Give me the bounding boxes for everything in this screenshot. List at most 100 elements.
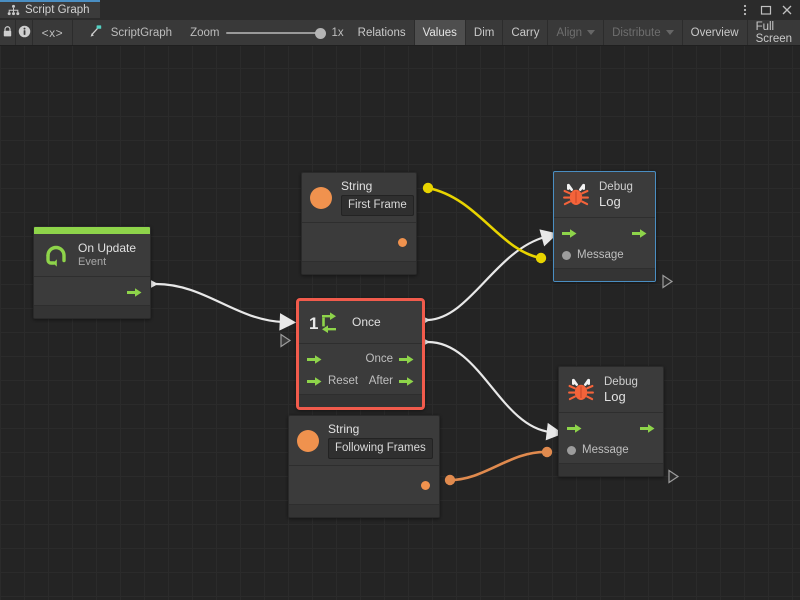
flow-edge-after-debuglogbottom (413, 333, 564, 441)
unconnected-port-triangle-icon[interactable] (667, 469, 680, 484)
unconnected-port-triangle-icon[interactable] (279, 333, 292, 348)
toolbar-button-align[interactable]: Align (548, 20, 605, 45)
port-row (302, 231, 416, 253)
string-node-first-frame[interactable]: String First Frame (301, 172, 417, 275)
port-row (554, 222, 655, 244)
node-title: On Update (78, 241, 137, 255)
toolbar-button-values[interactable]: Values (414, 20, 466, 45)
output-port-exit[interactable] (632, 228, 647, 239)
angle-brackets-icon: <x> (41, 25, 64, 40)
toolbar-button-overview[interactable]: Overview (683, 20, 748, 45)
zoom-control: Zoom 1x (184, 20, 350, 45)
node-header: 1 Once (299, 301, 422, 344)
string-value-input[interactable]: Following Frames (328, 438, 433, 459)
port-row: Once (299, 348, 422, 370)
node-footer (559, 463, 663, 476)
output-port-value[interactable] (421, 480, 430, 490)
toolbar-button-relations-label: Relations (357, 26, 406, 39)
port-row: Message (559, 439, 663, 461)
graph-name-field[interactable]: ScriptGraph (79, 20, 184, 45)
window-controls (739, 0, 800, 20)
toolbar-button-relations[interactable]: Relations (350, 20, 415, 45)
input-port-reset[interactable]: Reset (307, 375, 358, 387)
graph-canvas[interactable]: On Update Event (0, 46, 800, 600)
input-port-enter[interactable] (562, 228, 577, 239)
chevron-down-icon (587, 30, 596, 35)
scriptgraph-icon (89, 24, 103, 41)
input-port-message[interactable]: Message (567, 444, 629, 456)
node-header: Debug Log (559, 367, 663, 413)
node-subtitle: Log (599, 193, 621, 209)
flow-arrow-icon (567, 423, 582, 434)
flow-edge-onupdate-once (141, 275, 297, 331)
window-tabstrip: Script Graph (0, 0, 800, 21)
input-port-message[interactable]: Message (562, 249, 624, 261)
flow-arrow-icon (562, 228, 577, 239)
output-port-value[interactable] (398, 237, 407, 247)
maximize-icon[interactable] (760, 4, 772, 16)
string-value-input[interactable]: First Frame (341, 195, 414, 216)
debug-log-node-top[interactable]: Debug Log (553, 171, 656, 282)
graph-toolbar: <x> ScriptGraph Zoom 1x Relations (0, 20, 800, 46)
update-loop-icon (43, 242, 69, 268)
tab-script-graph[interactable]: Script Graph (0, 0, 100, 18)
output-port-after[interactable]: After (369, 375, 414, 387)
flow-arrow-icon (127, 287, 142, 298)
node-header: Debug Log (554, 172, 655, 218)
output-port-once[interactable]: Once (366, 353, 415, 365)
node-header-text: Once (352, 315, 381, 329)
flow-arrow-icon (632, 228, 647, 239)
lock-button[interactable] (0, 20, 17, 45)
toolbar-button-align-label: Align (556, 26, 583, 39)
once-node[interactable]: 1 Once (296, 298, 425, 410)
output-port-trigger[interactable] (127, 287, 142, 298)
chevron-down-icon (665, 30, 674, 35)
node-ports: Message (559, 413, 663, 463)
zoom-slider[interactable] (226, 27, 327, 39)
graph-name-label: ScriptGraph (110, 26, 173, 39)
flow-arrow-icon (307, 354, 322, 365)
node-header-text: String Following Frames (328, 422, 433, 459)
value-edge-followingframes-message (444, 446, 553, 486)
node-footer (289, 504, 439, 517)
port-label: Once (365, 353, 394, 365)
close-icon[interactable] (781, 4, 793, 16)
port-label: Message (577, 249, 624, 261)
info-button[interactable] (16, 20, 33, 45)
port-label: After (368, 375, 393, 387)
value-port-dot-icon (421, 480, 430, 490)
node-footer (554, 268, 655, 281)
toolbar-button-full-screen[interactable]: Full Screen (748, 20, 800, 45)
debug-log-node-bottom[interactable]: Debug Log (558, 366, 664, 477)
port-row (34, 281, 150, 303)
more-options-icon[interactable] (739, 4, 751, 16)
toolbar-button-distribute[interactable]: Distribute (604, 20, 683, 45)
toolbar-button-full-screen-label: Full Screen (755, 20, 793, 45)
node-footer (302, 261, 416, 274)
code-view-button[interactable]: <x> (33, 20, 74, 45)
input-port-enter[interactable] (567, 423, 582, 434)
port-row: Reset After (299, 370, 422, 392)
node-footer (34, 305, 150, 318)
script-graph-icon (7, 4, 20, 17)
node-ports (34, 277, 150, 305)
string-node-following-frames[interactable]: String Following Frames (288, 415, 440, 518)
output-port-exit[interactable] (640, 423, 655, 434)
node-ports (302, 223, 416, 261)
svg-text:1: 1 (309, 314, 318, 333)
on-update-node[interactable]: On Update Event (33, 226, 151, 319)
unconnected-port-triangle-icon[interactable] (661, 274, 674, 289)
node-header-text: String First Frame (341, 179, 414, 216)
toolbar-button-overview-label: Overview (690, 26, 739, 39)
node-title: String (341, 179, 373, 193)
value-edge-firstframe-message (422, 182, 547, 264)
node-subtitle: Event (78, 256, 107, 268)
input-port-enter[interactable] (307, 354, 322, 365)
zoom-value-label: 1x (331, 26, 344, 39)
node-title: Once (352, 315, 381, 329)
toolbar-button-dim[interactable]: Dim (466, 20, 504, 45)
toolbar-button-carry[interactable]: Carry (503, 20, 549, 45)
node-ports (289, 466, 439, 504)
zoom-slider-knob[interactable] (315, 27, 327, 39)
